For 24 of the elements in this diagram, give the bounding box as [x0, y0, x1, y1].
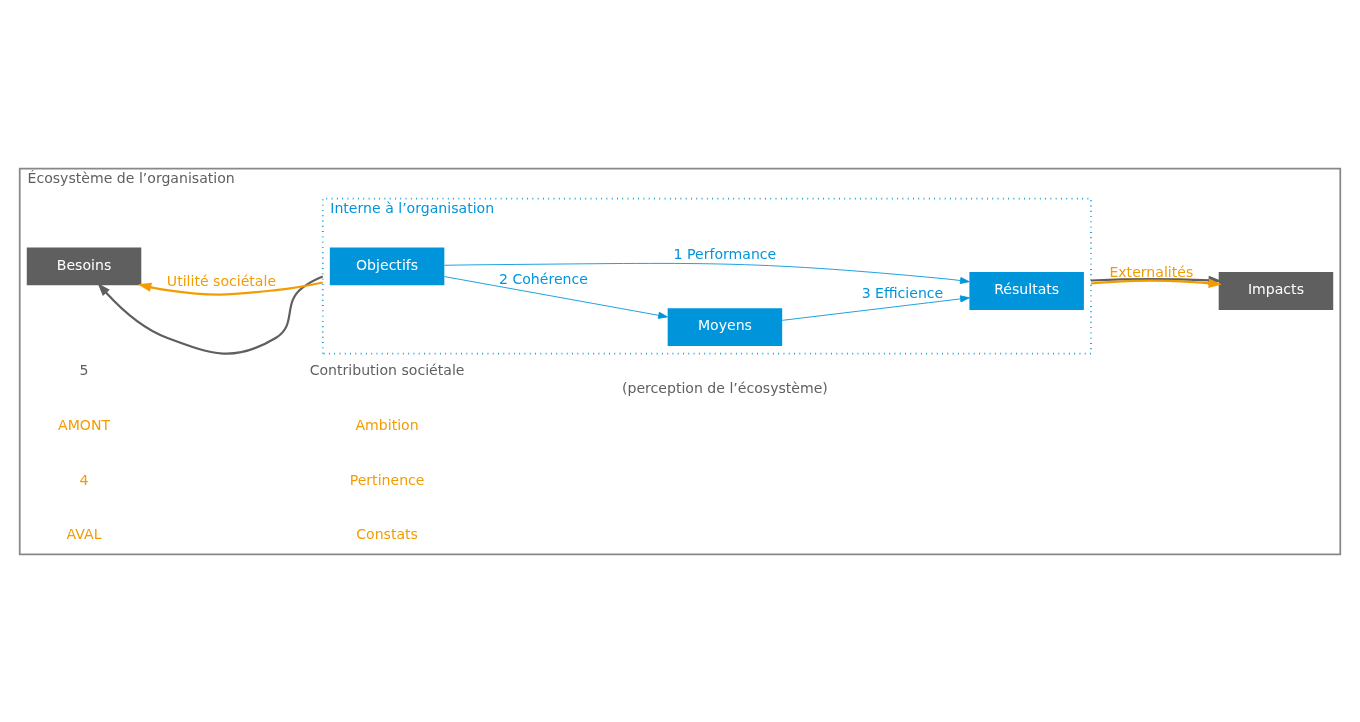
label: Constats [356, 525, 418, 542]
arrow [444, 275, 668, 319]
arrow [444, 262, 970, 284]
arrow [138, 280, 323, 296]
label: Contribution sociétale [309, 361, 465, 378]
edge-label: 3 Efficience [861, 284, 944, 301]
edge-label: 1 Performance [673, 245, 777, 262]
edge-label: 2 Cohérence [498, 270, 588, 287]
label: 5 [79, 361, 89, 378]
arrow [97, 275, 324, 355]
edge-label: Utilité sociétale [166, 272, 277, 289]
label: 4 [79, 471, 89, 488]
node-box: Moyens [667, 307, 783, 346]
node-box: Résultats [969, 271, 1084, 310]
label: AMONT [58, 416, 111, 433]
node-box: Besoins [26, 246, 142, 285]
label: Pertinence [349, 471, 425, 488]
edge-label: Externalités [1109, 263, 1194, 280]
arrow [781, 294, 970, 321]
label: AVAL [66, 525, 102, 542]
label: Ambition [355, 416, 419, 433]
label: (perception de l’écosystème) [621, 379, 828, 396]
node-box: Impacts [1218, 271, 1334, 310]
node-box: Objectifs [329, 246, 445, 285]
